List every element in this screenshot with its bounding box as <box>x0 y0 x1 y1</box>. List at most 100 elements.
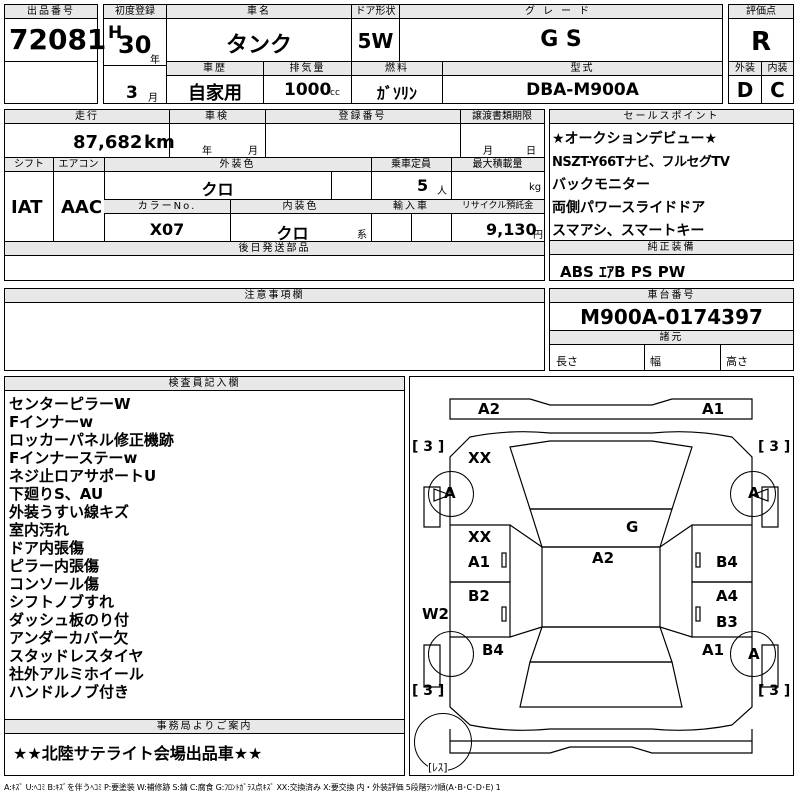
mileage-label: 走行 <box>5 110 169 123</box>
import-label: 輸入車 <box>371 200 451 213</box>
score-box: 評価点 R <box>728 4 794 62</box>
model: DBA-M900A <box>526 80 639 100</box>
mark-front-door-right: B4 <box>716 553 738 571</box>
sales-point: スマアシ、スマートキー <box>552 223 705 239</box>
specs-label: 諸元 <box>550 331 793 345</box>
office-label: 事務局よりご案内 <box>5 720 404 734</box>
era: H <box>108 23 123 43</box>
tread-front-right: [ 3 ] <box>758 439 791 455</box>
history: 自家用 <box>188 83 242 104</box>
mark-rear-door-right-2: B3 <box>716 613 738 631</box>
car-name-box: 車名 タンク <box>166 4 352 62</box>
inspector-label: 検査員記入欄 <box>5 377 404 391</box>
sales-point: ★オークションデビュー★ <box>552 131 718 147</box>
mark-rear-door-left: B2 <box>468 587 490 605</box>
capacity-unit: 人 <box>437 186 447 197</box>
displacement: 1000 <box>284 80 332 100</box>
remark-line: ネジ止ロアサポートU <box>9 467 157 485</box>
grade-label: グレード <box>400 5 722 19</box>
first-reg-month: 3 <box>126 83 138 103</box>
int-color-unit: 系 <box>357 230 367 241</box>
door-type: 5W <box>357 29 394 53</box>
office-note: ★★北陸サテライト会場出品車★★ <box>13 744 263 763</box>
spec-width-label: 幅 <box>650 355 661 368</box>
spec-length-label: 長さ <box>556 355 578 368</box>
sales-point: 両側パワースライドドア <box>552 200 706 216</box>
first-reg-label: 初度登録 <box>104 5 166 19</box>
year-unit: 年 <box>150 55 160 66</box>
displacement-box: 排気量 1000 cc <box>263 61 352 104</box>
sales-points-box: セールスポイント ★オークションデビュー★ NSZT-Y66Tナビ、フルセグTV… <box>549 109 794 241</box>
grade: G S <box>540 27 582 52</box>
car-name-label: 車名 <box>167 5 351 19</box>
lot-number-box: 出品番号 72081 <box>4 4 106 62</box>
remark-line: アンダーカバー欠 <box>9 629 129 647</box>
interior-score-box: 内装 C <box>761 61 794 104</box>
remark-line: ピラー内張傷 <box>9 557 100 575</box>
lot-number: 72081 <box>9 23 107 56</box>
vehicle-detail-table: 走行 車検 登録番号 譲渡書類期限 87,682 km 年 月 月 日 シフト … <box>4 109 545 243</box>
shift-label: シフト <box>5 158 53 171</box>
mileage-unit: km <box>144 132 175 153</box>
wheel-front-right <box>730 471 776 517</box>
transfer-day-unit: 日 <box>526 146 536 157</box>
fuel-box: 燃料 ｶﾞｿﾘﾝ <box>351 61 443 104</box>
inspection-label: 車検 <box>169 110 265 123</box>
sales-point: バックモニター <box>552 177 650 193</box>
inspection-year-unit: 年 <box>202 146 212 157</box>
recycle-label: リサイクル預託金 <box>451 200 544 213</box>
legend: A:ｷｽﾞ U:ﾍｺﾐ B:ｷｽﾞを伴うﾍｺﾐ P:要塗装 W:補修跡 S:錆 … <box>4 783 501 792</box>
mark-windshield: G <box>626 518 639 536</box>
notes-label: 注意事項欄 <box>5 289 544 303</box>
transfer-label: 譲渡書類期限 <box>460 110 544 123</box>
transfer-month-unit: 月 <box>483 146 493 157</box>
mark-front-door-left: XX <box>468 528 492 546</box>
car-name: タンク <box>225 33 292 58</box>
tread-rear-right: [ 3 ] <box>758 683 791 699</box>
later-parts-box: 後日発送部品 <box>4 241 545 281</box>
model-label: 型式 <box>443 62 722 76</box>
mark-quarter-right: A1 <box>702 641 725 659</box>
tread-front-left: [ 3 ] <box>412 439 445 455</box>
max-load-label: 最大積載量 <box>451 158 544 171</box>
mark-front-left-bumper: A2 <box>478 400 501 418</box>
ext-color: クロ <box>201 180 234 199</box>
int-color: クロ <box>276 224 309 243</box>
mark-wheel-fl: A <box>444 484 456 502</box>
mark-front-door-left-2: A1 <box>468 553 491 571</box>
aircon-label: エアコン <box>53 158 104 171</box>
mark-pillar-left: W2 <box>422 605 449 623</box>
door-box: ドア形状 5W <box>351 4 400 62</box>
mark-roof: A2 <box>592 549 615 567</box>
sales-points-label: セールスポイント <box>550 110 793 124</box>
chassis-label: 車台番号 <box>550 289 793 303</box>
chassis-box: 車台番号 M900A-0174397 諸元 長さ 幅 高さ <box>549 288 794 371</box>
grade-box: グレード G S <box>399 4 723 62</box>
remark-line: シフトノブすれ <box>9 593 115 611</box>
load-unit: kg <box>529 182 542 193</box>
remark-line: 室内汚れ <box>9 521 70 539</box>
capacity: 5 <box>417 176 429 195</box>
remark-line: スタッドレスタイヤ <box>9 647 144 665</box>
history-box: 車歴 自家用 <box>166 61 264 104</box>
mark-quarter-left: B4 <box>482 641 504 659</box>
spare-status: [ﾚｽ] <box>428 759 448 775</box>
mark-wheel-fr: A <box>748 484 760 502</box>
sales-point: NSZT-Y66Tナビ、フルセグTV <box>552 155 730 170</box>
mark-wheel-rr: A <box>748 645 760 663</box>
remark-line: 社外アルミホイール <box>9 665 144 683</box>
remark-line: Fインナーw <box>9 413 94 431</box>
inspector-remarks-list: センターピラーW Fインナーw ロッカーパネル修正機跡 Fインナーステーw ネジ… <box>9 395 399 701</box>
first-reg-box: 初度登録 H 30 年 3 月 <box>103 4 167 104</box>
lot-number-lower <box>4 61 98 104</box>
car-outline <box>423 398 779 754</box>
remark-line: 下廻りS、AU <box>9 485 104 503</box>
notes-box: 注意事項欄 <box>4 288 545 371</box>
remark-line: センターピラーW <box>9 395 131 413</box>
int-color-label: 内装色 <box>230 200 371 213</box>
model-box: 型式 DBA-M900A <box>442 61 723 104</box>
fuel: ｶﾞｿﾘﾝ <box>376 84 417 103</box>
shift: IAT <box>11 197 43 218</box>
first-reg-year: 30 <box>118 31 152 59</box>
month-unit: 月 <box>148 93 158 104</box>
